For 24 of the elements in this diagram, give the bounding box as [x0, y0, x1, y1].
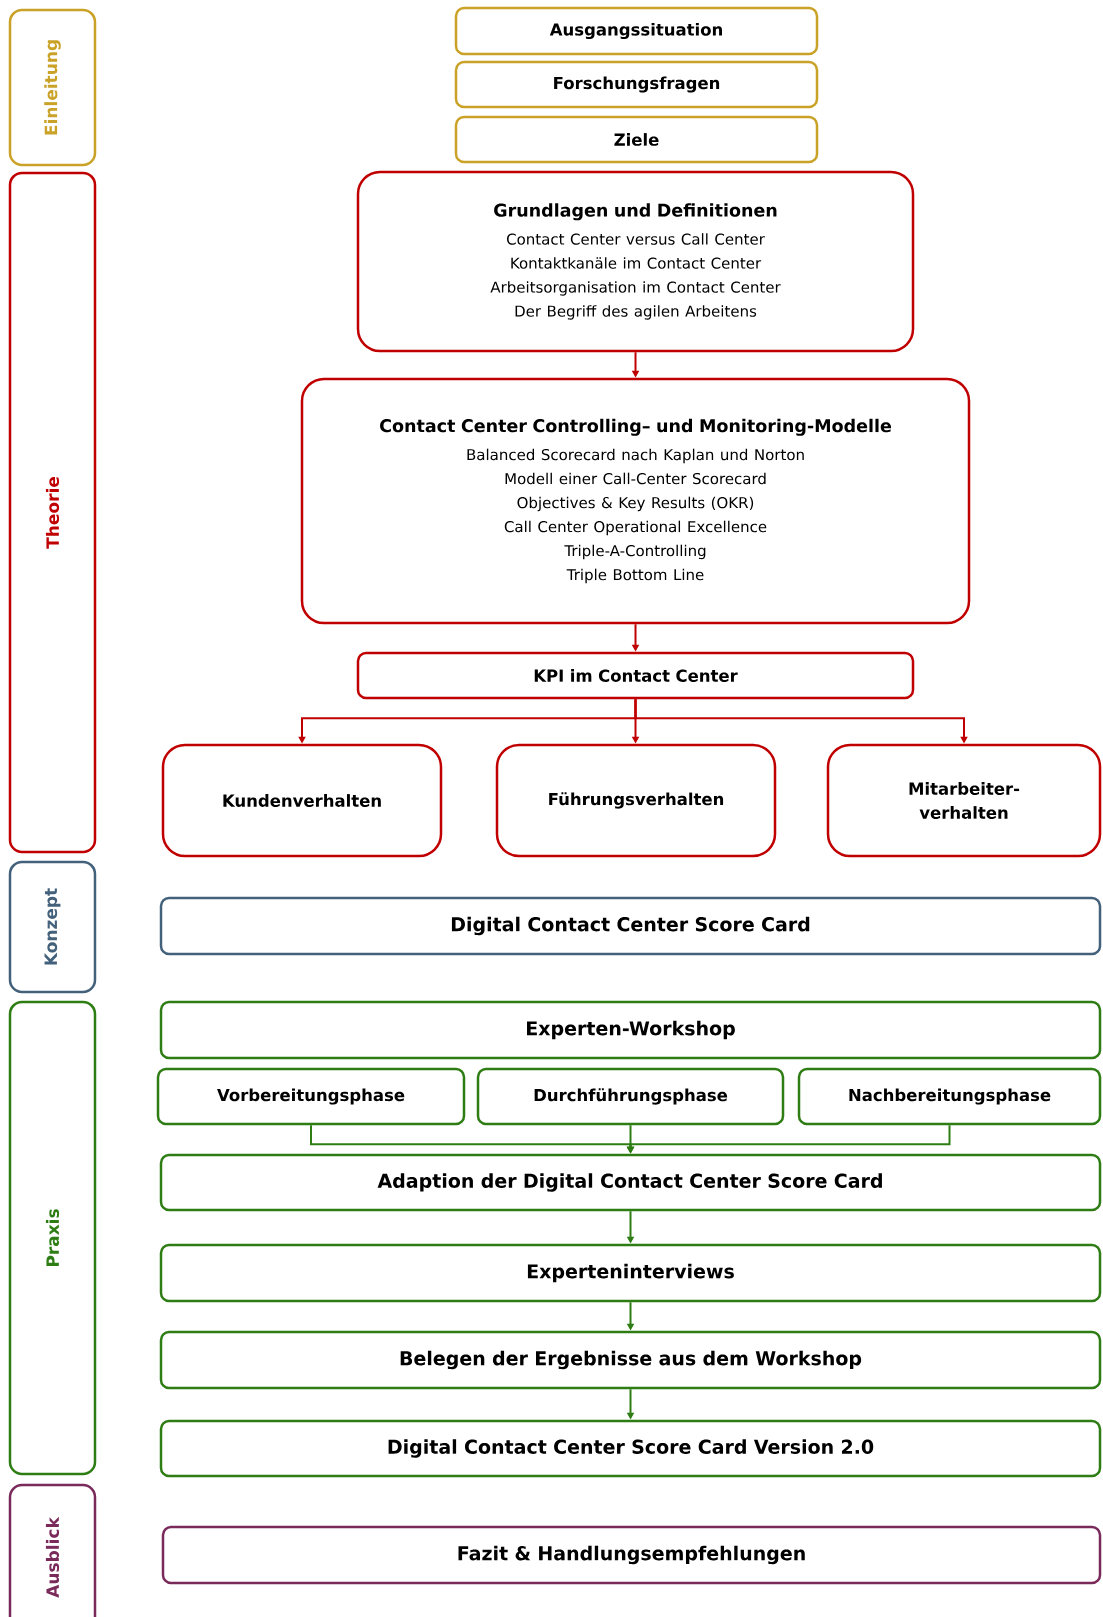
process-box: Führungsverhalten: [495, 743, 777, 858]
process-box: Digital Contact Center Score Card Version 2.0: [159, 1419, 1102, 1478]
process-box: KPI im Contact Center: [356, 651, 915, 700]
section-band: Ausblick: [8, 1483, 97, 1617]
process-box: Adaption der Digital Contact Center Score Card: [159, 1153, 1102, 1212]
process-box: Experteninterviews: [159, 1243, 1102, 1303]
process-box: Experten-Workshop: [159, 1000, 1102, 1060]
process-box: Ziele: [454, 115, 819, 164]
process-box: Mitarbeiter- verhalten: [826, 743, 1102, 858]
section-band: Einleitung: [8, 8, 97, 167]
section-band: Praxis: [8, 1000, 97, 1476]
process-box: Durchführungsphase: [476, 1067, 785, 1126]
process-box: Nachbereitungsphase: [797, 1067, 1102, 1126]
process-box: Kundenverhalten: [161, 743, 443, 858]
process-box: Ausgangssituation: [454, 6, 819, 56]
topic-box: Contact Center Controlling– und Monitoring-Modelle Balanced Scorecard nach Kaplan und Norton Modell einer Call-Center Scorecard Objectives & Key Results (OKR) Call Center Operational Excellence Triple-A-Controlling Triple Bottom Line: [300, 377, 971, 625]
topic-box: Grundlagen und Definitionen Contact Center versus Call Center Kontaktkanäle im Contact Center Arbeitsorganisation im Contact Center Der Begriff des agilen Arbeitens: [356, 170, 915, 353]
process-box: Belegen der Ergebnisse aus dem Workshop: [159, 1330, 1102, 1390]
section-band: Theorie: [8, 171, 97, 854]
process-box: Forschungsfragen: [454, 60, 819, 109]
process-box: Digital Contact Center Score Card: [159, 896, 1102, 956]
process-box: Vorbereitungsphase: [156, 1067, 466, 1126]
process-box: Fazit & Handlungsempfehlungen: [161, 1525, 1102, 1585]
section-band: Konzept: [8, 860, 97, 994]
